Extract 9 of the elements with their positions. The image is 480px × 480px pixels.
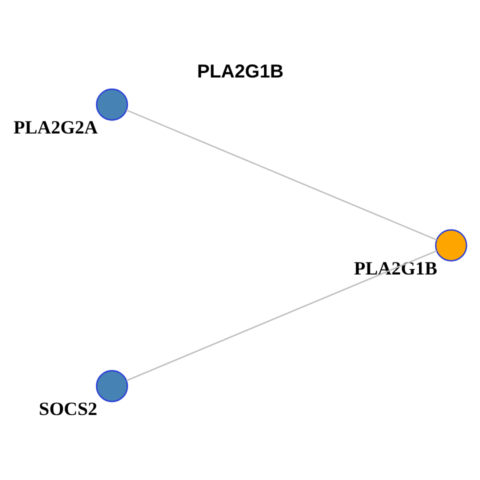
node-circle bbox=[96, 370, 128, 402]
node-circle bbox=[435, 229, 468, 262]
node-label: SOCS2 bbox=[38, 399, 98, 420]
connector bbox=[126, 110, 437, 240]
diagram-title: PLA2G1B bbox=[197, 60, 284, 82]
connector bbox=[126, 250, 437, 382]
node-label: PLA2G1B bbox=[354, 258, 438, 280]
node-label: PLA2G2A bbox=[13, 118, 98, 139]
node-circle bbox=[96, 88, 128, 121]
